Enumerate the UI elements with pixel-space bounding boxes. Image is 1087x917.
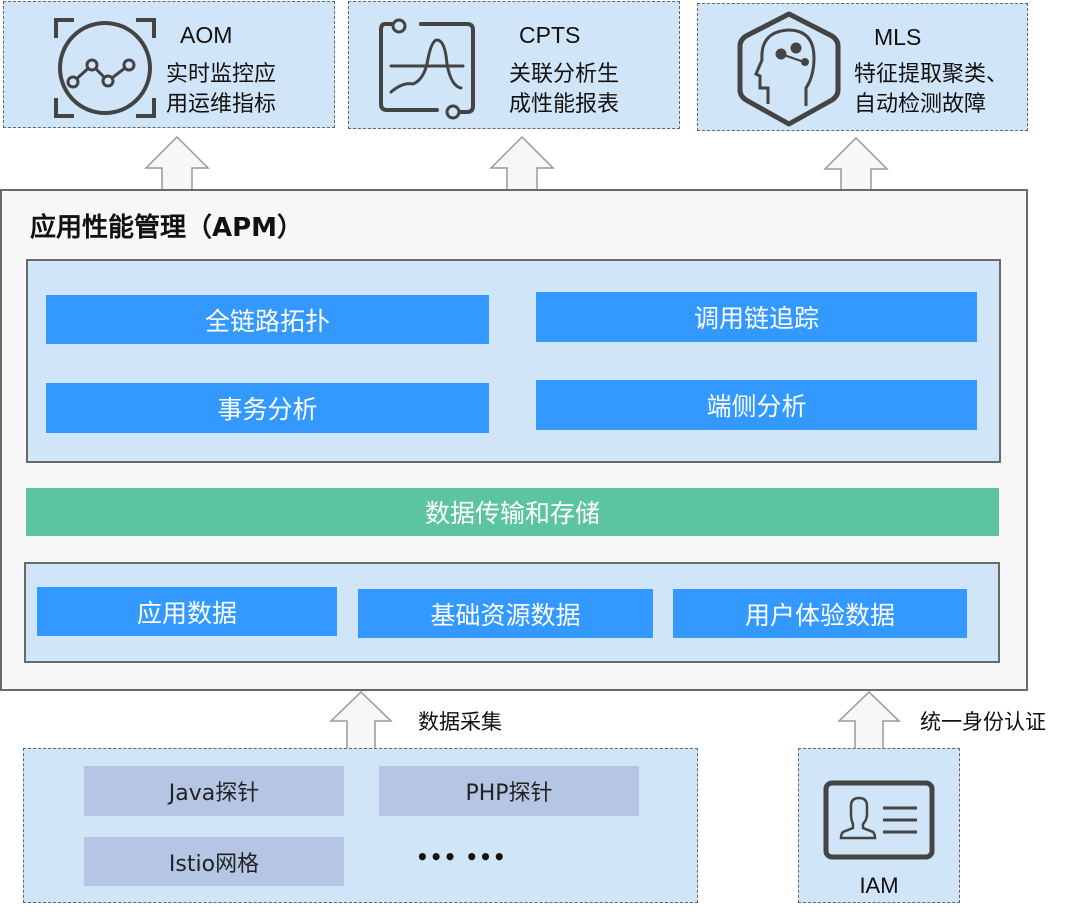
probe-istio-mesh: Istio网格 [84,837,344,886]
id-card-icon [823,780,935,860]
apm-features-panel: 全链路拓扑 调用链追踪 事务分析 端侧分析 [26,259,1001,463]
service-box-aom: AOM 实时监控应 用运维指标 [3,1,335,128]
arrow-up-to-cpts-icon [489,136,555,190]
service-name-aom: AOM [180,22,233,48]
data-source-user-experience: 用户体验数据 [673,589,967,638]
service-name-cpts: CPTS [519,22,581,48]
iam-box: IAM [798,748,960,903]
feature-full-link-topology: 全链路拓扑 [46,295,489,344]
probe-java: Java探针 [84,766,344,816]
data-source-infrastructure: 基础资源数据 [358,589,653,638]
service-desc-aom-line2: 用运维指标 [166,92,277,117]
arrow-up-to-mls-icon [823,137,889,191]
probe-more-ellipsis: ••• ••• [416,845,507,869]
feature-transaction-analysis: 事务分析 [46,383,489,433]
feature-client-side-analysis: 端侧分析 [536,380,977,430]
feature-call-chain-tracing: 调用链追踪 [536,292,977,342]
identity-auth-label: 统一身份认证 [920,710,1046,734]
line-chart-monitor-icon [54,18,156,118]
service-desc-cpts-line1: 关联分析生 [509,62,620,87]
arrow-up-to-aom-icon [144,136,210,190]
service-box-mls: MLS 特征提取聚类、 自动检测故障 [697,3,1028,131]
arrow-up-identity-auth-icon [837,691,901,749]
data-transport-storage-bar: 数据传输和存储 [26,488,999,536]
service-desc-mls-line2: 自动检测故障 [854,92,987,117]
service-desc-mls-line1: 特征提取聚类、 [854,62,1009,87]
service-desc-aom-line1: 实时监控应 [166,62,277,87]
waveform-report-icon [379,18,475,120]
apm-data-sources-panel: 应用数据 基础资源数据 用户体验数据 [24,562,1000,663]
service-name-mls: MLS [874,24,922,50]
data-source-application: 应用数据 [37,587,337,636]
arrow-up-data-collection-icon [329,691,393,749]
ai-head-hexagon-icon [737,11,841,127]
apm-title: 应用性能管理（APM） [30,213,304,243]
service-desc-cpts-line2: 成性能报表 [509,92,620,117]
service-box-cpts: CPTS 关联分析生 成性能报表 [348,1,680,129]
data-collection-label: 数据采集 [418,710,502,734]
collection-probes-panel: Java探针 PHP探针 Istio网格 ••• ••• [23,748,698,903]
iam-name: IAM [859,873,899,898]
probe-php: PHP探针 [379,766,639,816]
apm-panel: 应用性能管理（APM） 全链路拓扑 调用链追踪 事务分析 端侧分析 数据传输和存… [0,189,1028,691]
